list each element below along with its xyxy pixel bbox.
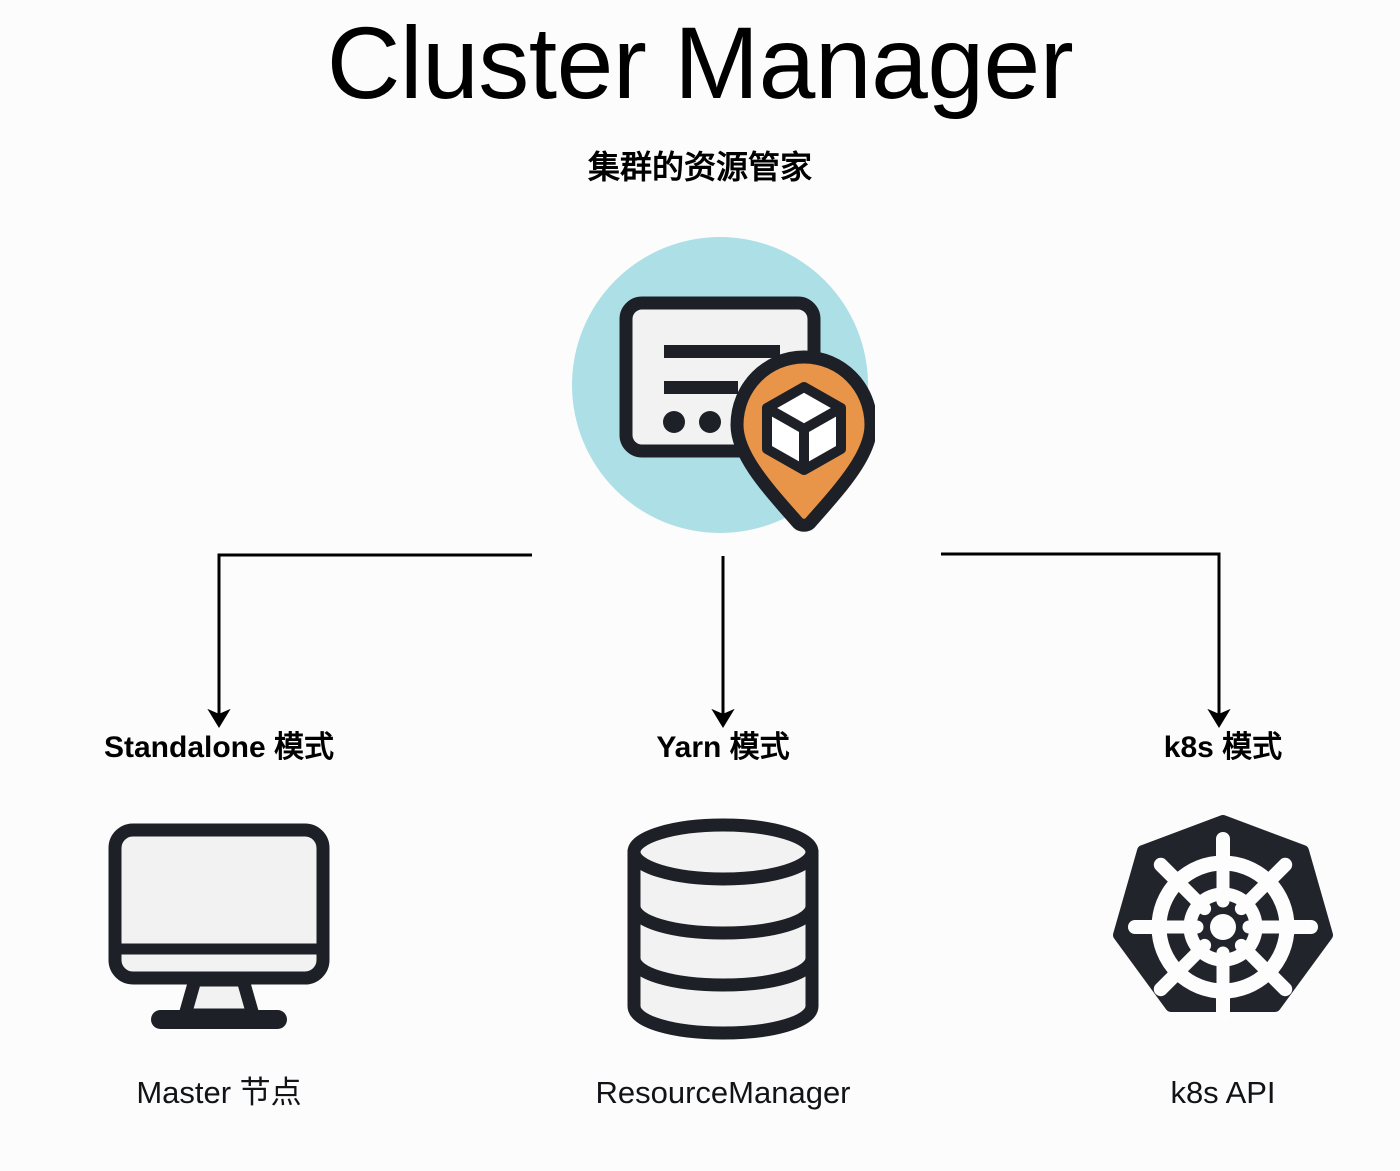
branch-k8s: k8s 模式: [1058, 730, 1388, 1111]
kubernetes-helm-wheel: [1128, 832, 1318, 1022]
branch-label-yarn: Yarn 模式: [656, 731, 790, 764]
monitor-icon: [54, 814, 384, 1044]
branch-caption-k8s: k8s API: [1170, 1075, 1276, 1110]
branch-standalone: Standalone 模式 Master 节点: [54, 730, 384, 1111]
page-subtitle: 集群的资源管家: [587, 149, 812, 185]
hero-location-pin-icon: [730, 350, 875, 532]
branch-caption-standalone: Master 节点: [136, 1075, 302, 1110]
branch-label-k8s: k8s 模式: [1163, 731, 1283, 764]
connector-arrow-standalone: [207, 553, 532, 728]
cluster-manager-icon: [570, 235, 875, 540]
kubernetes-icon: [1058, 814, 1388, 1044]
branch-label-standalone: Standalone 模式: [103, 731, 335, 764]
page-title: Cluster Manager: [326, 6, 1074, 120]
connector-arrow-k8s: [941, 552, 1231, 728]
database-icon: [558, 814, 888, 1044]
branch-caption-yarn: ResourceManager: [595, 1075, 851, 1110]
branch-yarn: Yarn 模式 ResourceManager: [558, 730, 888, 1111]
